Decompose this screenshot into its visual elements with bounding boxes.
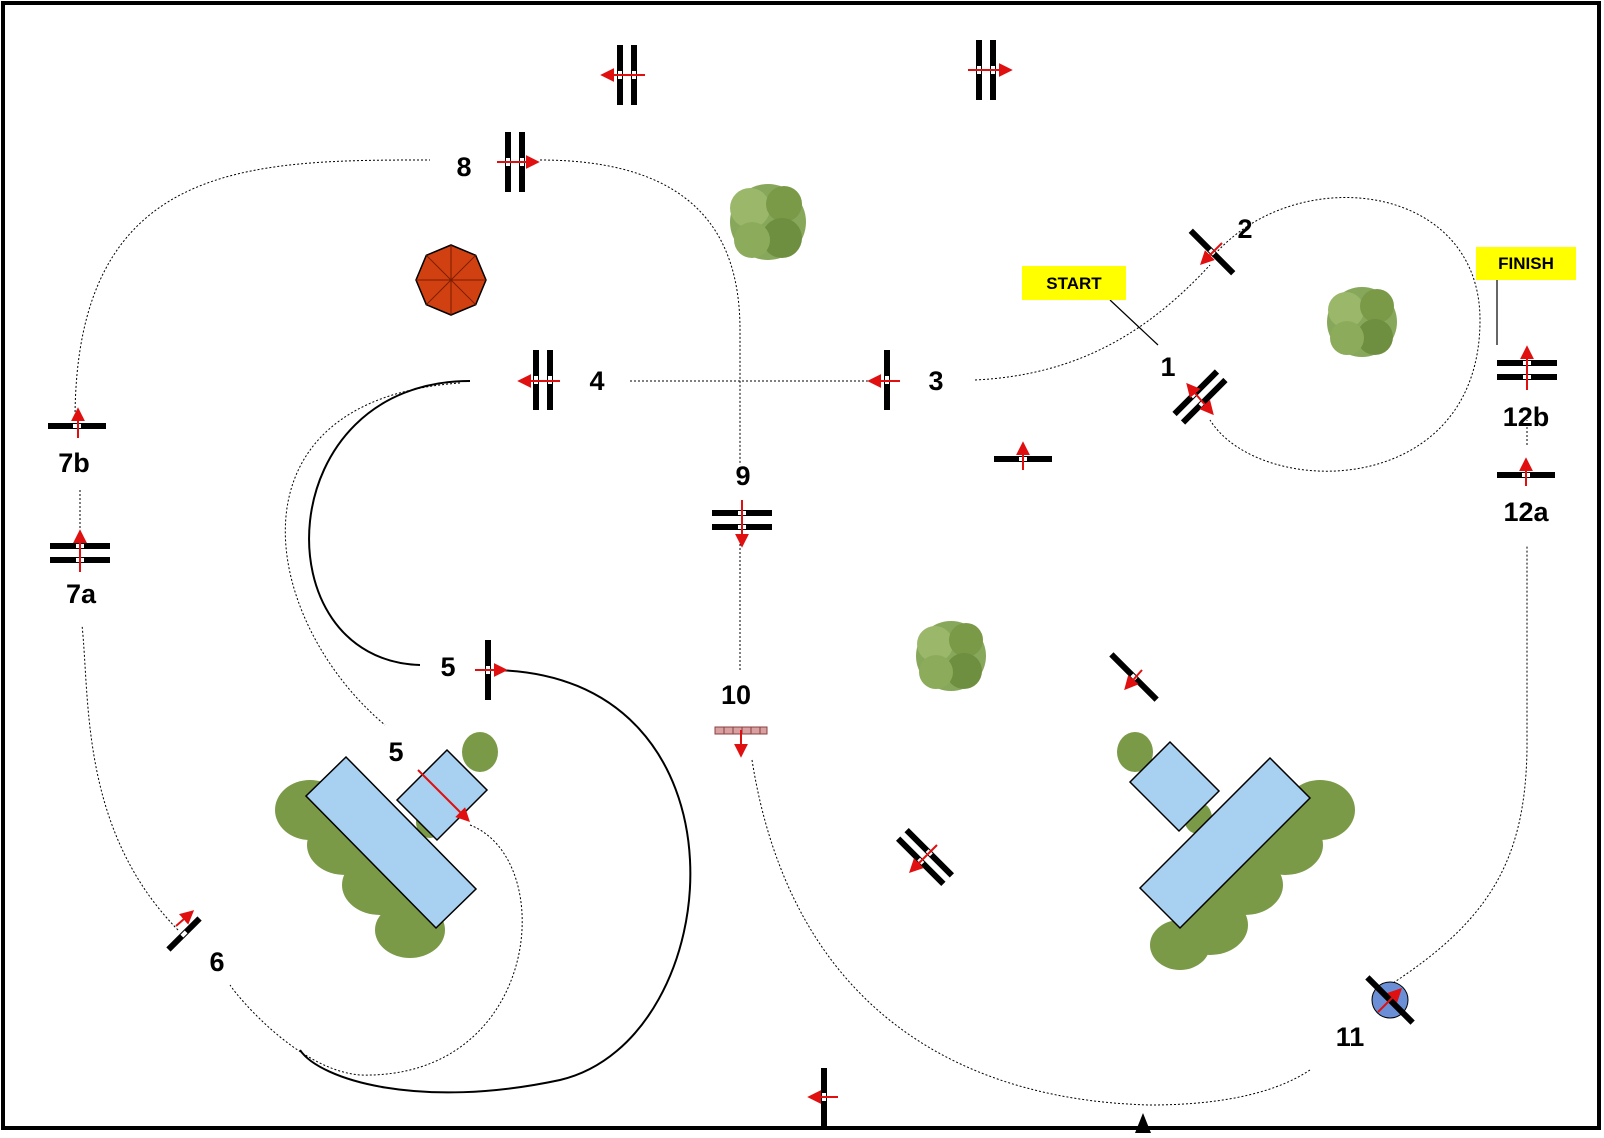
jump-number-12a: 12a <box>1503 497 1549 527</box>
finish-label: FINISH <box>1498 254 1554 273</box>
jump-number-2: 2 <box>1237 214 1252 244</box>
tree-icon <box>730 184 806 260</box>
jump-number-7b: 7b <box>58 448 90 478</box>
tree-icon <box>1327 287 1397 357</box>
jump-number-12b: 12b <box>1503 402 1550 432</box>
direction-arrow-icon <box>1124 669 1143 691</box>
direction-arrow-icon <box>1377 988 1402 1013</box>
jump-number-4: 4 <box>589 366 604 396</box>
water-complex-right <box>1117 732 1355 970</box>
tree-icon <box>916 621 986 691</box>
jump-number-10: 10 <box>721 680 751 710</box>
water-complex-left <box>275 732 498 958</box>
jump-number-6: 6 <box>209 947 224 977</box>
jump-number-3: 3 <box>928 366 943 396</box>
water-pond-icon <box>304 755 478 930</box>
direction-arrow-icon <box>909 844 938 873</box>
jump-number-11: 11 <box>1336 1022 1365 1052</box>
finish-label-box <box>1476 247 1576 280</box>
jump-number-1: 1 <box>1160 352 1175 382</box>
jump-number-7a: 7a <box>66 579 97 609</box>
jump-number-9: 9 <box>735 461 750 491</box>
course-route <box>74 159 1528 1106</box>
start-label-box <box>1022 266 1126 300</box>
direction-arrow-icon <box>1200 242 1223 265</box>
start-label: START <box>1046 274 1102 293</box>
entrance-marker-icon <box>1135 1113 1151 1133</box>
direction-arrow-icon <box>1186 382 1214 416</box>
jump-fence-icon <box>166 916 202 952</box>
direction-arrow-icon <box>175 910 195 927</box>
jump-number-5-lower: 5 <box>388 737 403 767</box>
jump-number-5-upper: 5 <box>440 652 455 682</box>
jump-number-8: 8 <box>456 152 471 182</box>
water-pond-icon <box>1138 756 1312 930</box>
umbrella-icon <box>415 244 487 316</box>
water-pond-icon <box>1128 740 1221 833</box>
